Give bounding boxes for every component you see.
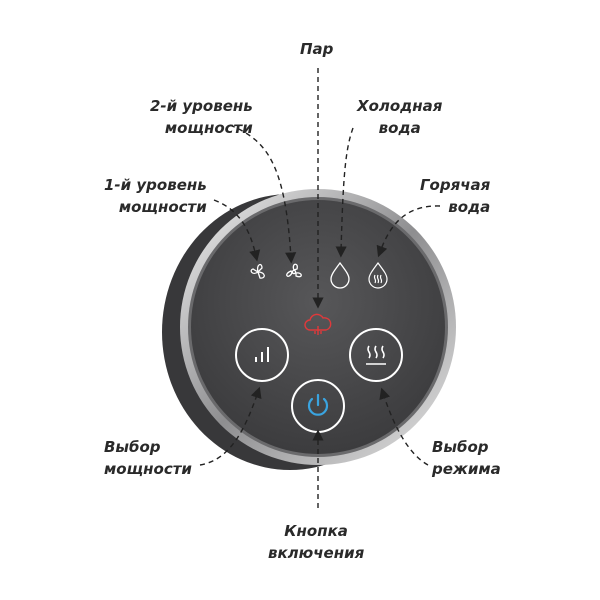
label-power-level-2: 2-й уровень мощности [150,95,253,139]
label-mode-select: Выбор режима [432,436,501,480]
label-power-button: Кнопка включения [268,520,364,564]
fan-level1-icon[interactable] [250,263,265,279]
label-text: Пар [300,40,334,58]
hot-water-icon[interactable] [368,261,388,289]
label-hot-water: Горячая вода [420,174,490,218]
label-text: Выбор [104,438,161,456]
mode-button[interactable] [349,328,403,382]
label-steam: Пар [300,38,333,60]
label-text: мощности [118,198,207,216]
label-text: мощности [164,119,253,137]
heat-icon [366,345,386,365]
label-cold-water: Холодная вода [357,95,442,139]
label-text: включения [268,544,365,562]
label-text: Кнопка [284,522,348,540]
label-power-select: Выбор мощности [104,436,192,480]
power-icon [307,393,329,416]
label-text: Выбор [432,438,489,456]
label-text: вода [378,119,421,137]
power-level-button[interactable] [235,328,289,382]
label-text: Горячая [420,176,491,194]
label-text: вода [448,198,491,216]
label-text: мощности [104,460,192,478]
label-power-level-1: 1-й уровень мощности [104,174,207,218]
fan-level2-icon[interactable] [286,263,302,278]
label-text: 2-й уровень [150,97,253,115]
callout-arrows [199,68,441,508]
label-text: режима [432,460,501,478]
label-text: 1-й уровень [104,176,207,194]
steam-icon[interactable] [304,313,332,335]
bars-icon [255,347,269,362]
label-text: Холодная [357,97,443,115]
cold-water-icon[interactable] [330,261,350,289]
